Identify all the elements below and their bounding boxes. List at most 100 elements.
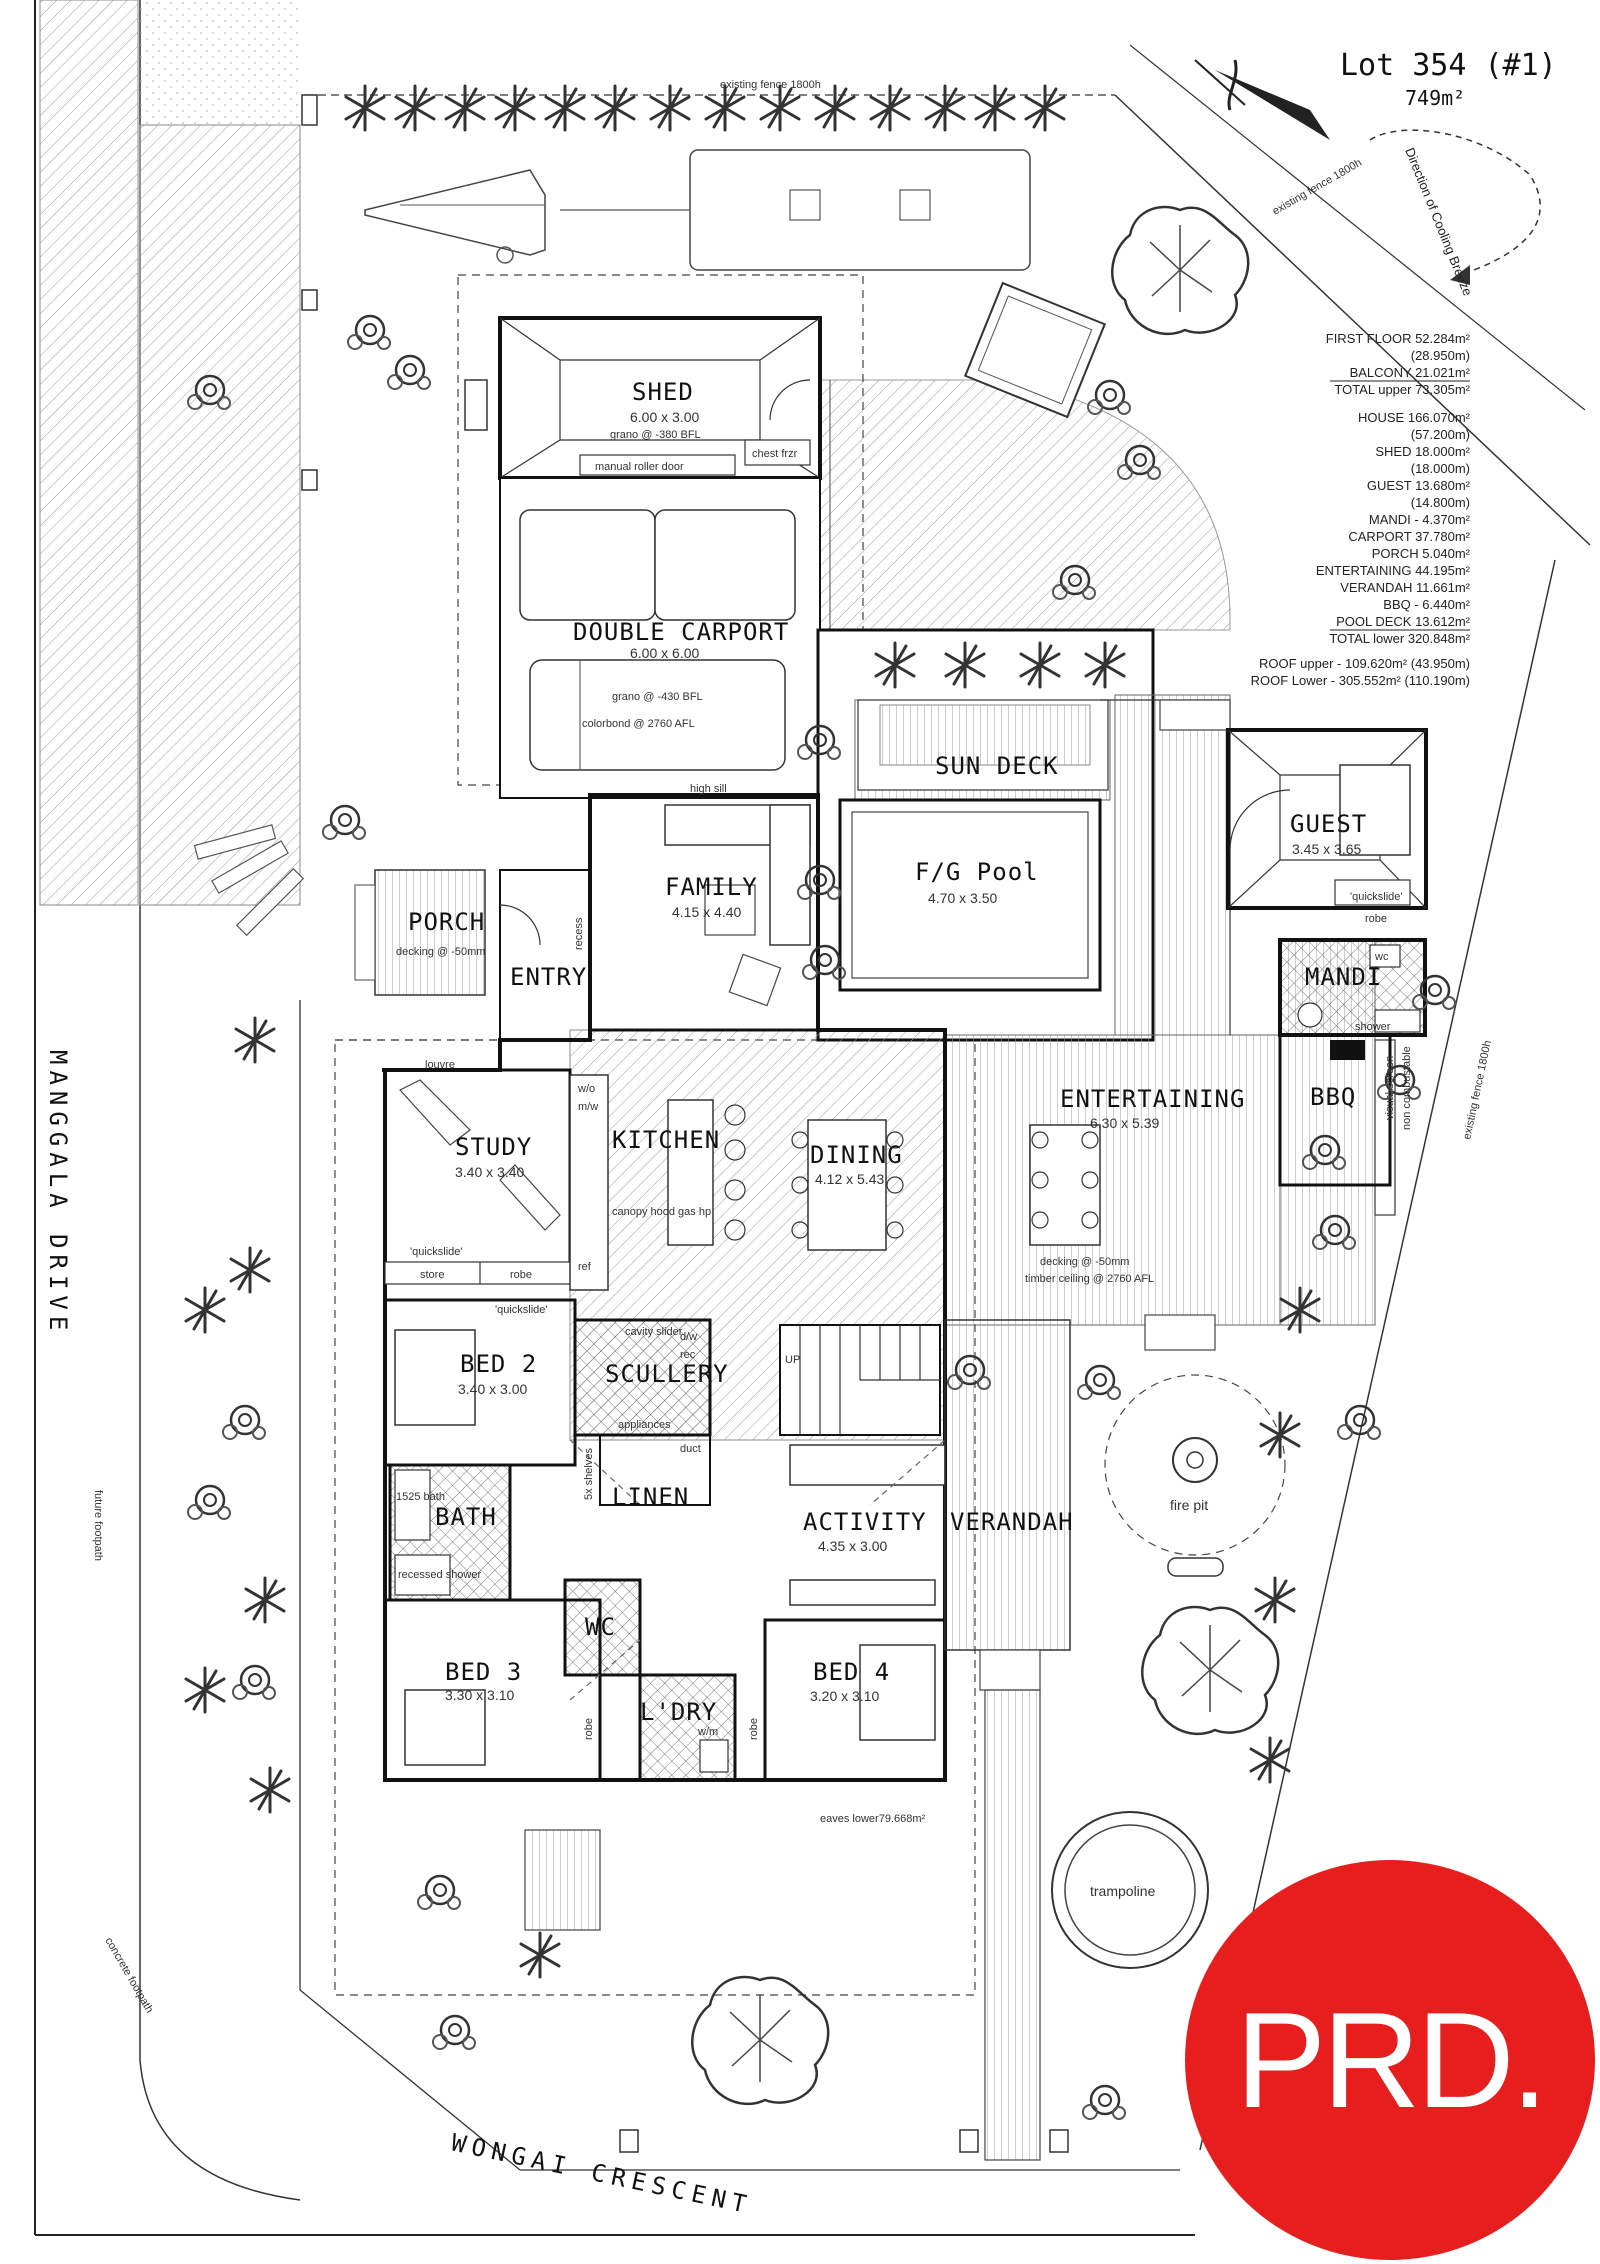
guest-suite (1226, 728, 1428, 910)
driveway-paving (819, 379, 1231, 640)
recessed-shower-note: recessed shower (398, 1569, 481, 1581)
trampoline-label: trampoline (1090, 1883, 1156, 1899)
bed4-robe-note: robe (748, 1718, 760, 1740)
chest-frzr-note: chest frzr (752, 448, 798, 460)
room-entry-name: ENTRY (510, 963, 587, 991)
scullery-dw-note: d/w (680, 1331, 697, 1343)
north-arrow-icon (1194, 59, 1330, 140)
room-family-name: FAMILY (665, 873, 758, 901)
house (354, 793, 947, 1782)
study-quickslide-note: 'quickslide' (410, 1246, 463, 1258)
ent-decking-note: decking @ -50mm (1040, 1256, 1129, 1268)
eaves-note: eaves lower79.668m² (820, 1813, 926, 1825)
louvre-note: louvre (425, 1059, 455, 1071)
area-line: TOTAL lower 320.848m² (1329, 631, 1470, 646)
guest-robe-note: robe (1365, 913, 1387, 925)
prd-logo: PRD. (1185, 1860, 1595, 2260)
area-line: MANDI - 4.370m² (1369, 512, 1471, 527)
room-activity-name: ACTIVITY (803, 1508, 927, 1536)
room-bed2-name: BED 2 (460, 1350, 537, 1378)
non-combustable-note: non combustable (1401, 1046, 1413, 1130)
lot-area: 749m² (1405, 86, 1465, 110)
pool-area (816, 628, 1155, 1042)
area-line: (28.950m) (1411, 348, 1470, 363)
room-pool-name: F/G Pool (915, 858, 1039, 886)
room-study-name: STUDY (455, 1133, 532, 1161)
area-line: BBQ - 6.440m² (1383, 597, 1470, 612)
kitchen-mw-note: m/w (578, 1101, 598, 1113)
street-south: WONGAI CRESCENT (449, 2128, 755, 2219)
area-line: SHED 18.000m² (1375, 444, 1470, 459)
area-line: CARPORT 37.780m² (1348, 529, 1470, 544)
carport-grano-note: grano @ -430 BFL (612, 691, 703, 703)
laundry-wm-note: w/m (697, 1726, 718, 1738)
carport (499, 477, 821, 799)
room-entertaining-dim: 6.30 x 5.39 (1090, 1115, 1159, 1131)
room-sundeck-name: SUN DECK (935, 752, 1059, 780)
shed (464, 316, 822, 480)
room-bed2-dim: 3.40 x 3.00 (458, 1381, 527, 1397)
guest-quickslide-note: 'quickslide' (1350, 891, 1403, 903)
scullery-cavity-note: cavity slider (625, 1326, 683, 1338)
study-robe-note: robe (510, 1269, 532, 1281)
mandi-wc-note: wc (1374, 951, 1389, 963)
area-line: VERANDAH 11.661m² (1340, 580, 1470, 595)
area-line: PORCH 5.040m² (1372, 546, 1471, 561)
room-guest-name: GUEST (1290, 810, 1367, 838)
area-line: BALCONY 21.021m² (1350, 365, 1471, 380)
room-bbq-name: BBQ (1310, 1083, 1356, 1111)
porch-decking-note: decking @ -50mm (396, 946, 485, 958)
entertaining-deck (944, 694, 1396, 1351)
linen-duct-note: duct (680, 1443, 701, 1455)
areas-schedule: FIRST FLOOR 52.284m² (28.950m) BALCONY 2… (1251, 331, 1471, 688)
room-verandah-name: VERANDAH (950, 1508, 1074, 1536)
bath-1525-note: 1525 bath (396, 1491, 445, 1503)
room-bed4-dim: 3.20 x 3.10 (810, 1688, 879, 1704)
fire-pit (1104, 1374, 1286, 1577)
room-linen-name: LINEN (612, 1483, 689, 1511)
room-shed-dim: 6.00 x 3.00 (630, 409, 699, 425)
shed-grano-note: grano @ -380 BFL (610, 429, 701, 441)
fence-top-note: existing fence 1800h (720, 79, 821, 91)
recess-note: recess (573, 917, 585, 950)
room-mandi-name: MANDI (1305, 963, 1382, 991)
neighbour-lot-hatch (39, 0, 301, 906)
fence-ne-note: existing fence 1800h (1271, 157, 1364, 218)
firepit-label: fire pit (1170, 1497, 1208, 1513)
fence-e-note: existing fence 1800h (1461, 1039, 1494, 1140)
breeze-arrow-icon (1369, 129, 1541, 285)
future-footpath-note: future footpath (92, 1490, 104, 1561)
room-bed3-name: BED 3 (445, 1658, 522, 1686)
timber-ceiling-note: timber ceiling @ 2760 AFL (1025, 1273, 1154, 1285)
trampoline (1051, 1811, 1209, 1969)
mandi-shower-note: shower (1355, 1021, 1391, 1033)
visual-screen-note: visual screen (1384, 1056, 1396, 1120)
area-line: POOL DECK 13.612m² (1336, 614, 1471, 629)
room-family-dim: 4.15 x 4.40 (672, 904, 741, 920)
manual-roller-note: manual roller door (595, 461, 684, 473)
breeze-label: Direction of Cooling Breeze (1402, 146, 1475, 298)
area-line: ENTERTAINING 44.195m² (1316, 563, 1471, 578)
area-line: (57.200m) (1411, 427, 1470, 442)
bed3-robe-note: robe (583, 1718, 595, 1740)
area-line: ROOF Lower - 305.552m² (110.190m) (1251, 673, 1470, 688)
area-line: (14.800m) (1411, 495, 1470, 510)
staircase (779, 1324, 941, 1436)
area-line: HOUSE 166.070m² (1358, 410, 1471, 425)
room-scullery-name: SCULLERY (605, 1360, 729, 1388)
prd-logo-text: PRD. (1235, 1984, 1549, 2136)
kitchen-wo-note: w/o (577, 1083, 595, 1095)
room-carport-dim: 6.00 x 6.00 (630, 645, 699, 661)
scullery-rec-note: rec (680, 1349, 696, 1361)
linen-shelves-note: 5x shelves (583, 1448, 595, 1500)
room-bed3-dim: 3.30 x 3.10 (445, 1687, 514, 1703)
concrete-footpath-note: concrete footpath (102, 1936, 155, 2016)
stair-up-note: UP (785, 1354, 800, 1366)
kitchen-canopy-note: canopy hood gas hp (612, 1206, 711, 1218)
room-bed4-name: BED 4 (813, 1658, 890, 1686)
area-line: TOTAL upper 73.305m² (1334, 382, 1470, 397)
area-line: GUEST 13.680m² (1367, 478, 1471, 493)
area-line: (18.000m) (1411, 461, 1470, 476)
room-dining-name: DINING (810, 1141, 903, 1169)
